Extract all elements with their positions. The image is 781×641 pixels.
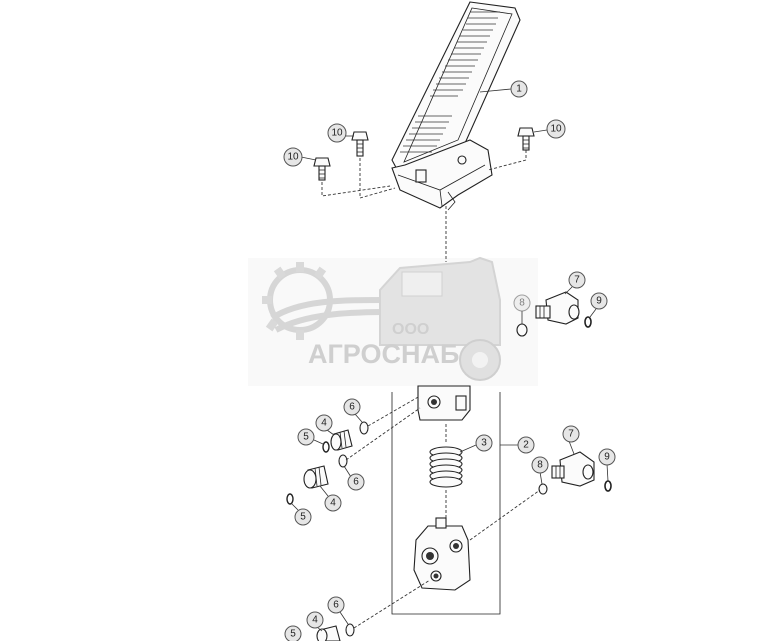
watermark-combine-icon xyxy=(379,256,501,381)
svg-text:7: 7 xyxy=(568,429,574,440)
svg-text:2: 2 xyxy=(523,440,529,451)
svg-text:3: 3 xyxy=(481,438,487,449)
svg-text:6: 6 xyxy=(333,600,339,611)
svg-text:1: 1 xyxy=(516,84,522,95)
callout-4-upper: 4 xyxy=(315,414,333,432)
callout-6-upper: 6 xyxy=(343,398,361,416)
svg-text:4: 4 xyxy=(321,418,327,429)
pedal-tread-pattern xyxy=(400,11,500,153)
svg-text:10: 10 xyxy=(550,124,562,135)
callout-2: 2 xyxy=(517,436,535,454)
washer-6-upper xyxy=(359,421,369,435)
oring-9-upper xyxy=(584,316,592,328)
elbow-fitting-lower xyxy=(551,451,595,487)
svg-text:7: 7 xyxy=(574,275,580,286)
bolt-right xyxy=(517,127,535,151)
callout-9-lower: 9 xyxy=(598,448,616,466)
washer-8-lower xyxy=(538,483,548,495)
svg-text:10: 10 xyxy=(331,128,343,139)
svg-text:8: 8 xyxy=(537,460,543,471)
callout-10-right: 10 xyxy=(546,119,566,139)
callout-4-middle: 4 xyxy=(324,494,342,512)
oring-9-lower xyxy=(604,480,612,492)
callout-5-upper: 5 xyxy=(297,428,315,446)
valve-assembly-frame xyxy=(391,392,501,615)
svg-text:4: 4 xyxy=(312,615,318,626)
valve-upper-block xyxy=(417,385,471,421)
svg-text:4: 4 xyxy=(330,498,336,509)
washer-8-upper xyxy=(516,323,528,337)
callouts: 1 10 10 10 7 8 xyxy=(283,80,616,641)
callout-10-middle: 10 xyxy=(327,123,347,143)
svg-text:9: 9 xyxy=(604,452,610,463)
watermark-prefix: ООО xyxy=(392,321,429,338)
watermark-gear-icon xyxy=(262,262,393,340)
callout-5-lower: 5 xyxy=(284,625,302,641)
callout-10-left: 10 xyxy=(283,147,303,167)
svg-text:5: 5 xyxy=(290,629,296,640)
callout-8-lower: 8 xyxy=(531,456,549,474)
svg-text:9: 9 xyxy=(596,296,602,307)
fitting-4-middle xyxy=(303,465,329,489)
accelerator-pedal xyxy=(391,1,521,211)
svg-text:5: 5 xyxy=(303,432,309,443)
fitting-4-lower xyxy=(316,625,341,641)
svg-text:10: 10 xyxy=(287,152,299,163)
callout-9-upper: 9 xyxy=(590,292,608,310)
svg-text:8: 8 xyxy=(519,298,525,309)
elbow-fitting-upper xyxy=(535,291,580,325)
bolt-left xyxy=(313,157,331,181)
callout-6-lower: 6 xyxy=(327,596,345,614)
svg-text:6: 6 xyxy=(353,477,359,488)
oring-5-upper xyxy=(322,441,330,453)
spring xyxy=(429,446,463,488)
callout-4-lower: 4 xyxy=(306,611,324,629)
callout-7-upper: 7 xyxy=(568,271,586,289)
fitting-4-upper xyxy=(330,429,353,451)
callout-7-lower: 7 xyxy=(562,425,580,443)
callout-3: 3 xyxy=(475,434,493,452)
callout-1: 1 xyxy=(510,80,528,98)
callout-6-middle: 6 xyxy=(347,473,365,491)
svg-text:5: 5 xyxy=(300,512,306,523)
watermark: ООО АГРОСНАБ xyxy=(248,256,538,386)
watermark-name: АГРОСНАБ xyxy=(308,339,459,369)
oring-5-middle xyxy=(286,493,294,505)
callout-5-middle: 5 xyxy=(294,508,312,526)
svg-text:6: 6 xyxy=(349,402,355,413)
washer-6-lower xyxy=(345,623,355,637)
washer-6-middle xyxy=(338,454,348,468)
valve-body xyxy=(413,517,471,591)
callout-8-upper: 8 xyxy=(513,294,531,312)
bolt-middle xyxy=(351,131,369,157)
